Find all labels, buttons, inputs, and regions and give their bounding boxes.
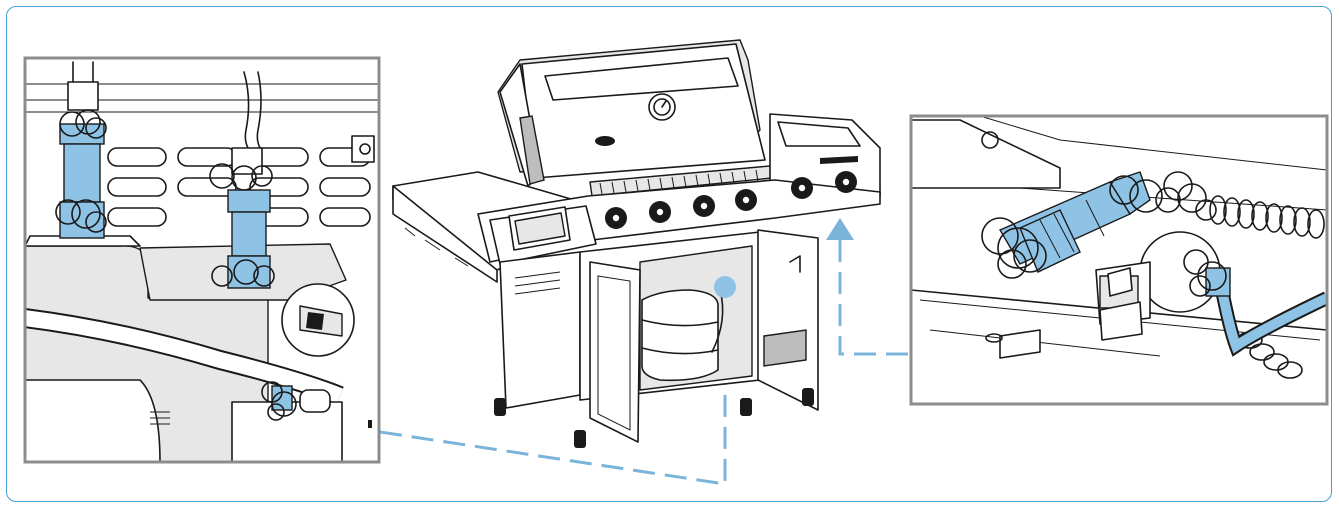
leader-lines [379,240,910,486]
callout-marker [714,276,736,298]
control-knobs [605,171,857,229]
figure-frame [6,6,1332,502]
casters [494,388,814,448]
leader-line-left [379,300,727,486]
left-detail-border [23,56,381,464]
up-arrow-icon [826,218,854,240]
gas-grill [392,39,881,448]
right-detail-view [909,114,1329,406]
leader-line-right [838,240,910,356]
left-detail-view [23,56,381,464]
right-detail-border [909,114,1329,406]
